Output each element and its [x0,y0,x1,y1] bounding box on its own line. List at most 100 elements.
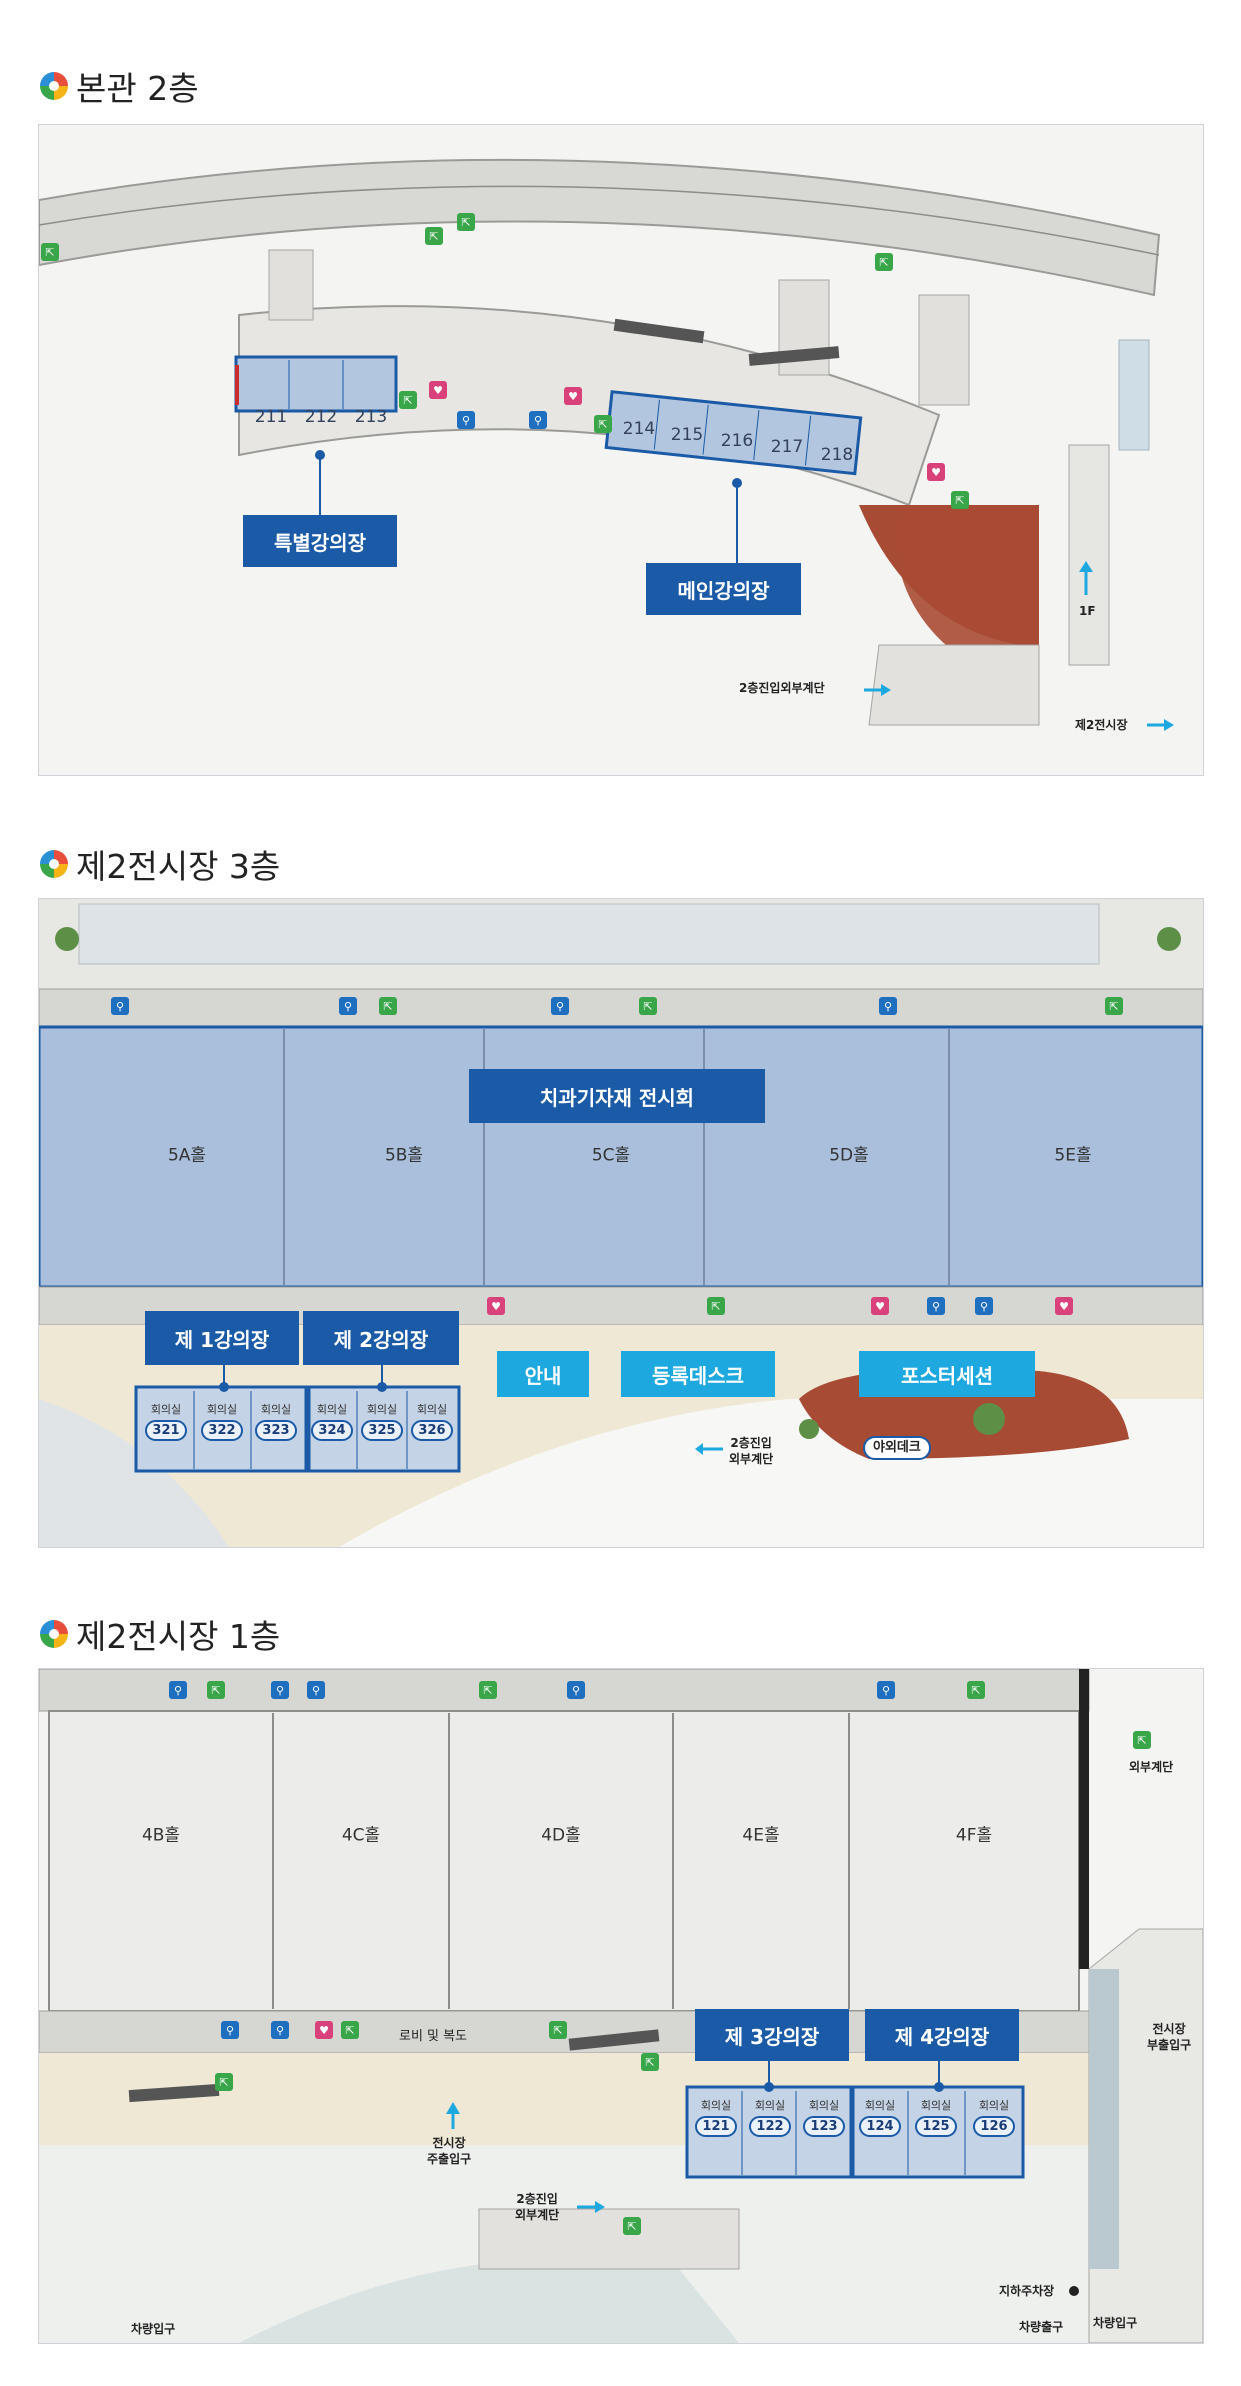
label-main-entrance: 전시장 주출입구 [427,2136,472,2166]
emergency-exit-icon: ⇱ [215,2073,233,2091]
restroom-icon: ⚲ [111,997,129,1015]
meeting-room-322: 회의실 322 [199,1401,245,1441]
meeting-room-number: 321 [145,1420,187,1441]
meeting-room-number: 322 [201,1420,243,1441]
meeting-room-number: 125 [915,2116,957,2137]
emergency-exit-icon: ⇱ [639,997,657,1015]
callout-lecture-hall-3[interactable]: 제 3강의장 [695,2009,849,2061]
restroom-icon: ⚲ [877,1681,895,1699]
emergency-exit-icon: ⇱ [1133,1731,1151,1749]
section-title-main-2f: 본관 2층 [38,64,199,108]
label-1f: 1F [1079,604,1096,618]
meeting-room-323: 회의실 323 [253,1401,299,1441]
brand-logo-icon [40,850,68,878]
hall-4f: 4F홀 [955,1825,993,1846]
callout-registration-desk[interactable]: 등록데스크 [621,1351,775,1397]
nursing-room-icon: ♥ [1055,1297,1073,1315]
label-exhibition-hall-2: 제2전시장 [1075,718,1128,732]
restroom-icon: ⚲ [271,2021,289,2039]
label-lobby: 로비 및 복도 [399,2029,468,2044]
emergency-exit-icon: ⇱ [457,213,475,231]
restroom-icon: ⚲ [307,1681,325,1699]
meeting-room-number: 326 [411,1420,453,1441]
emergency-exit-icon: ⇱ [1105,997,1123,1015]
label-vehicle-exit: 차량출구 [1019,2320,1064,2334]
floor-plan-drawing [39,899,1203,1547]
emergency-exit-icon: ⇱ [951,491,969,509]
restroom-icon: ⚲ [529,411,547,429]
nursing-room-icon: ♥ [927,463,945,481]
label-outside-stairs: 2층진입 외부계단 [515,2192,560,2222]
restroom-icon: ⚲ [927,1297,945,1315]
callout-special-lecture-hall[interactable]: 특별강의장 [243,515,397,567]
restroom-icon: ⚲ [169,1681,187,1699]
nursing-room-icon: ♥ [487,1297,505,1315]
emergency-exit-icon: ⇱ [379,997,397,1015]
emergency-exit-icon: ⇱ [549,2021,567,2039]
meeting-room-324: 회의실 324 [309,1401,355,1441]
meeting-room-125: 회의실 125 [913,2097,959,2137]
callout-main-lecture-hall[interactable]: 메인강의장 [646,563,801,615]
restroom-icon: ⚲ [457,411,475,429]
meeting-room-word: 회의실 [920,2099,952,2112]
label-vehicle-entrance-left: 차량입구 [131,2322,176,2336]
meeting-room-123: 회의실 123 [801,2097,847,2137]
meeting-room-word: 회의실 [316,1403,348,1416]
room-218: 218 [820,445,854,465]
section-title-text: 본관 2층 [76,69,199,108]
room-214: 214 [622,419,656,439]
floor-map-hall2-3f: 치과기자재 전시회 5A홀 5B홀 5C홀 5D홀 5E홀 제 1강의장 제 2… [38,898,1204,1548]
room-216: 216 [720,431,754,451]
label-outside-stairs-2f: 2층진입외부계단 [739,681,825,695]
emergency-exit-icon: ⇱ [967,1681,985,1699]
callout-lecture-hall-4[interactable]: 제 4강의장 [865,2009,1019,2061]
room-217: 217 [770,437,804,457]
section-title-hall2-3f: 제2전시장 3층 [38,842,280,886]
meeting-room-number: 121 [695,2116,737,2137]
nursing-room-icon: ♥ [315,2021,333,2039]
emergency-exit-icon: ⇱ [641,2053,659,2071]
hall-4c: 4C홀 [341,1825,381,1846]
brand-logo-icon [40,72,68,100]
meeting-room-word: 회의실 [150,1403,182,1416]
label-side-entrance: 전시장 부출입구 [1147,2022,1192,2052]
room-211: 211 [254,407,288,427]
restroom-icon: ⚲ [567,1681,585,1699]
nursing-room-icon: ♥ [429,381,447,399]
emergency-exit-icon: ⇱ [207,1681,225,1699]
section-title-text: 제2전시장 3층 [76,847,281,886]
meeting-room-126: 회의실 126 [971,2097,1017,2137]
emergency-exit-icon: ⇱ [399,391,417,409]
callout-info-desk[interactable]: 안내 [497,1351,589,1397]
meeting-room-word: 회의실 [700,2099,732,2112]
meeting-room-number: 122 [749,2116,791,2137]
hall-5e: 5E홀 [1054,1145,1092,1166]
meeting-room-word: 회의실 [864,2099,896,2112]
emergency-exit-icon: ⇱ [707,1297,725,1315]
meeting-room-number: 324 [311,1420,353,1441]
meeting-room-word: 회의실 [808,2099,840,2112]
brand-logo-icon [40,1620,68,1648]
callout-lecture-hall-1[interactable]: 제 1강의장 [145,1311,299,1365]
meeting-room-word: 회의실 [206,1403,238,1416]
room-212: 212 [304,407,338,427]
callout-dental-exhibition[interactable]: 치과기자재 전시회 [469,1069,765,1123]
restroom-icon: ⚲ [271,1681,289,1699]
callout-poster-session[interactable]: 포스터세션 [859,1351,1035,1397]
emergency-exit-icon: ⇱ [425,227,443,245]
restroom-icon: ⚲ [975,1297,993,1315]
emergency-exit-icon: ⇱ [875,253,893,271]
hall-5b: 5B홀 [384,1145,424,1166]
hall-5d: 5D홀 [829,1145,869,1166]
meeting-room-325: 회의실 325 [359,1401,405,1441]
meeting-room-number: 323 [255,1420,297,1441]
meeting-room-word: 회의실 [978,2099,1010,2112]
restroom-icon: ⚲ [551,997,569,1015]
meeting-room-number: 123 [803,2116,845,2137]
callout-lecture-hall-2[interactable]: 제 2강의장 [303,1311,459,1365]
hall-5a: 5A홀 [167,1145,207,1166]
label-outside-stairs: 2층진입 외부계단 [729,1436,774,1466]
room-213: 213 [354,407,388,427]
emergency-exit-icon: ⇱ [623,2217,641,2235]
label-outdoor-deck: 야외데크 [863,1436,931,1460]
